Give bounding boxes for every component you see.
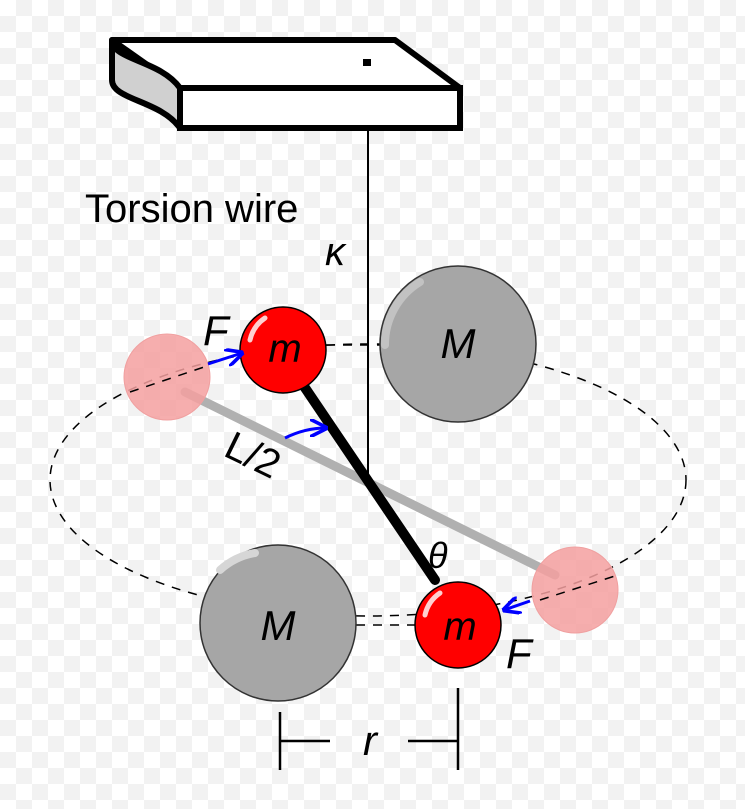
distance-dimension: r xyxy=(278,688,460,770)
svg-text:m: m xyxy=(443,605,476,649)
angle-label: θ xyxy=(428,535,448,576)
ceiling-support xyxy=(109,37,463,131)
ghost-mass-right xyxy=(531,546,619,634)
large-mass-top: M xyxy=(379,265,537,423)
svg-text:r: r xyxy=(363,717,379,764)
small-mass-top: m xyxy=(239,306,327,394)
small-mass-bottom: m xyxy=(414,581,502,669)
force-arrow-bottom xyxy=(504,601,531,610)
svg-text:M: M xyxy=(441,320,476,367)
kappa-label: κ xyxy=(325,230,347,274)
torsion-rod xyxy=(288,365,440,585)
force-arrow-top xyxy=(207,353,242,364)
dash-ghost-right xyxy=(539,574,619,601)
large-mass-bottom: M xyxy=(199,544,357,702)
svg-text:m: m xyxy=(268,327,301,371)
force-label-bottom: F xyxy=(506,630,534,677)
angle-arrow xyxy=(284,428,326,440)
force-label-top: F xyxy=(203,307,231,354)
torsion-wire-label: Torsion wire xyxy=(85,187,298,231)
svg-text:M: M xyxy=(261,602,296,649)
dash-ghost-left xyxy=(129,364,211,393)
ghost-mass-left xyxy=(123,333,211,421)
